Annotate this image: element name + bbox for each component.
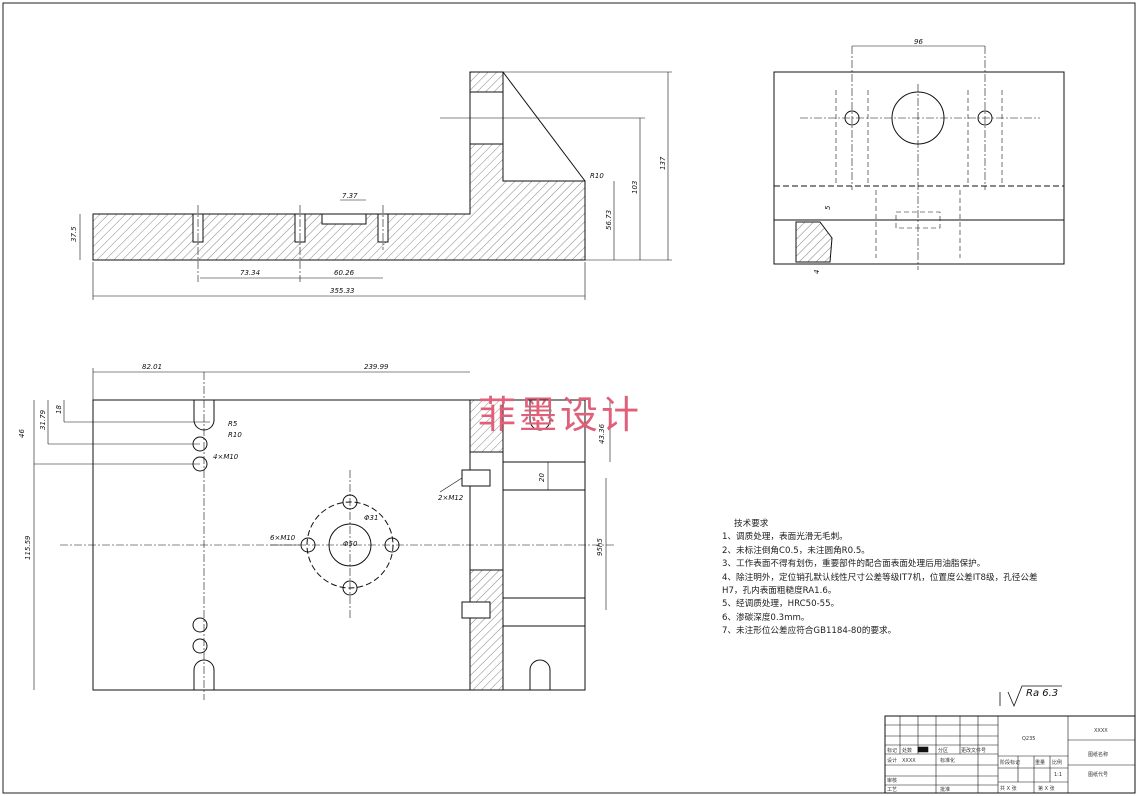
roughness-symbol bbox=[999, 685, 1062, 708]
dim-96: 96 bbox=[914, 38, 923, 46]
dim-18: 18 bbox=[55, 405, 63, 414]
dim-46: 46 bbox=[18, 429, 26, 438]
roughness-value: Ra 6.3 bbox=[1026, 688, 1059, 699]
tb-zone: 分区 bbox=[938, 747, 948, 754]
dim-37-5: 37.5 bbox=[70, 226, 78, 242]
tb-count: 处数 bbox=[902, 747, 912, 754]
tb-sheet-no: 第 X 张 bbox=[1038, 785, 1055, 792]
dim-56-73: 56.73 bbox=[605, 210, 613, 230]
dim-137: 137 bbox=[659, 156, 667, 170]
dim-103: 103 bbox=[631, 181, 639, 194]
dim-95h5: 95h5 bbox=[596, 538, 604, 556]
tb-designer-name: XXXX bbox=[902, 758, 916, 764]
dim-73-34: 73.34 bbox=[240, 269, 260, 277]
dim-5: 5 bbox=[824, 205, 832, 210]
dim-dia31: Φ31 bbox=[364, 514, 378, 522]
tb-scale: 1:1 bbox=[1054, 772, 1062, 778]
tb-drawing-name: 图纸名称 bbox=[1088, 751, 1108, 758]
dim-60-26: 60.26 bbox=[334, 269, 355, 277]
tb-weight: 重量 bbox=[1035, 759, 1045, 766]
tech-requirement-item: 6、渗碳深度0.3mm。 bbox=[722, 612, 810, 623]
dim-115-59: 115.59 bbox=[24, 535, 32, 560]
tb-designer: 设计 bbox=[887, 757, 897, 764]
tech-requirements: 技术要求 1、调质处理，表面光滑无毛刺。 2、未标注倒角C0.5，未注圆角R0.… bbox=[722, 518, 1038, 639]
dim-4: 4 bbox=[813, 270, 821, 274]
dim-82-01: 82.01 bbox=[142, 363, 162, 371]
dim-6xm10: 6×M10 bbox=[270, 534, 296, 542]
tech-requirements-title: 技术要求 bbox=[734, 519, 769, 529]
dim-2xm12: 2×M12 bbox=[438, 494, 464, 502]
tech-requirement-item: 1、调质处理，表面光滑无毛刺。 bbox=[722, 532, 848, 543]
dim-20: 20 bbox=[538, 473, 546, 482]
title-block bbox=[884, 715, 1136, 794]
tech-requirement-item: H7，孔内表面粗糙度RA1.6。 bbox=[722, 586, 837, 597]
tb-approve: 批准 bbox=[940, 786, 950, 793]
tb-stage-mark: 阶段标记 bbox=[1000, 759, 1020, 766]
tech-requirement-item: 7、未注形位公差应符合GB1184-80的要求。 bbox=[722, 626, 897, 637]
tb-change-no: 更改文件号 bbox=[961, 747, 986, 754]
dim-355-33: 355.33 bbox=[330, 287, 355, 295]
tb-standardize: 标准化 bbox=[940, 757, 955, 764]
watermark: 菲墨设计 bbox=[478, 393, 643, 437]
tb-material: Q235 bbox=[1022, 736, 1035, 742]
top-view bbox=[79, 71, 672, 300]
tech-requirement-item: 5、经调质处理，HRC50-55。 bbox=[722, 599, 840, 610]
tb-company: XXXX bbox=[1094, 728, 1108, 734]
dim-dia50: Φ50 bbox=[343, 540, 358, 548]
tb-sheet-total: 共 X 张 bbox=[1000, 785, 1017, 792]
tb-review: 审核 bbox=[887, 777, 897, 784]
dim-r5: R5 bbox=[228, 420, 238, 428]
dim-r10: R10 bbox=[228, 431, 242, 439]
tb-mark: 标记 bbox=[887, 747, 897, 754]
dim-7-37: 7.37 bbox=[342, 192, 358, 200]
tech-requirement-item: 4、除注明外，定位销孔默认线性尺寸公差等级IT7机，位置度公差IT8级，孔径公差 bbox=[722, 572, 1038, 583]
dim-4xm10: 4×M10 bbox=[213, 453, 239, 461]
tech-requirement-item: 2、未标注倒角C0.5，未注圆角R0.5。 bbox=[722, 545, 870, 556]
side-view bbox=[773, 45, 1065, 270]
dim-239-99: 239.99 bbox=[364, 363, 389, 371]
dim-43-36: 43.36 bbox=[598, 423, 606, 444]
dim-31-79: 31.79 bbox=[39, 409, 47, 430]
plan-view bbox=[33, 368, 615, 700]
tech-requirement-item: 3、工作表面不得有划伤，重要部件的配合面表面处理后用油脂保护。 bbox=[722, 559, 986, 570]
dim-r10-top: R10 bbox=[590, 172, 604, 180]
tb-drawing-code: 图纸代号 bbox=[1088, 771, 1108, 778]
tb-ratio: 比例 bbox=[1052, 759, 1062, 766]
tb-process: 工艺 bbox=[887, 787, 897, 793]
